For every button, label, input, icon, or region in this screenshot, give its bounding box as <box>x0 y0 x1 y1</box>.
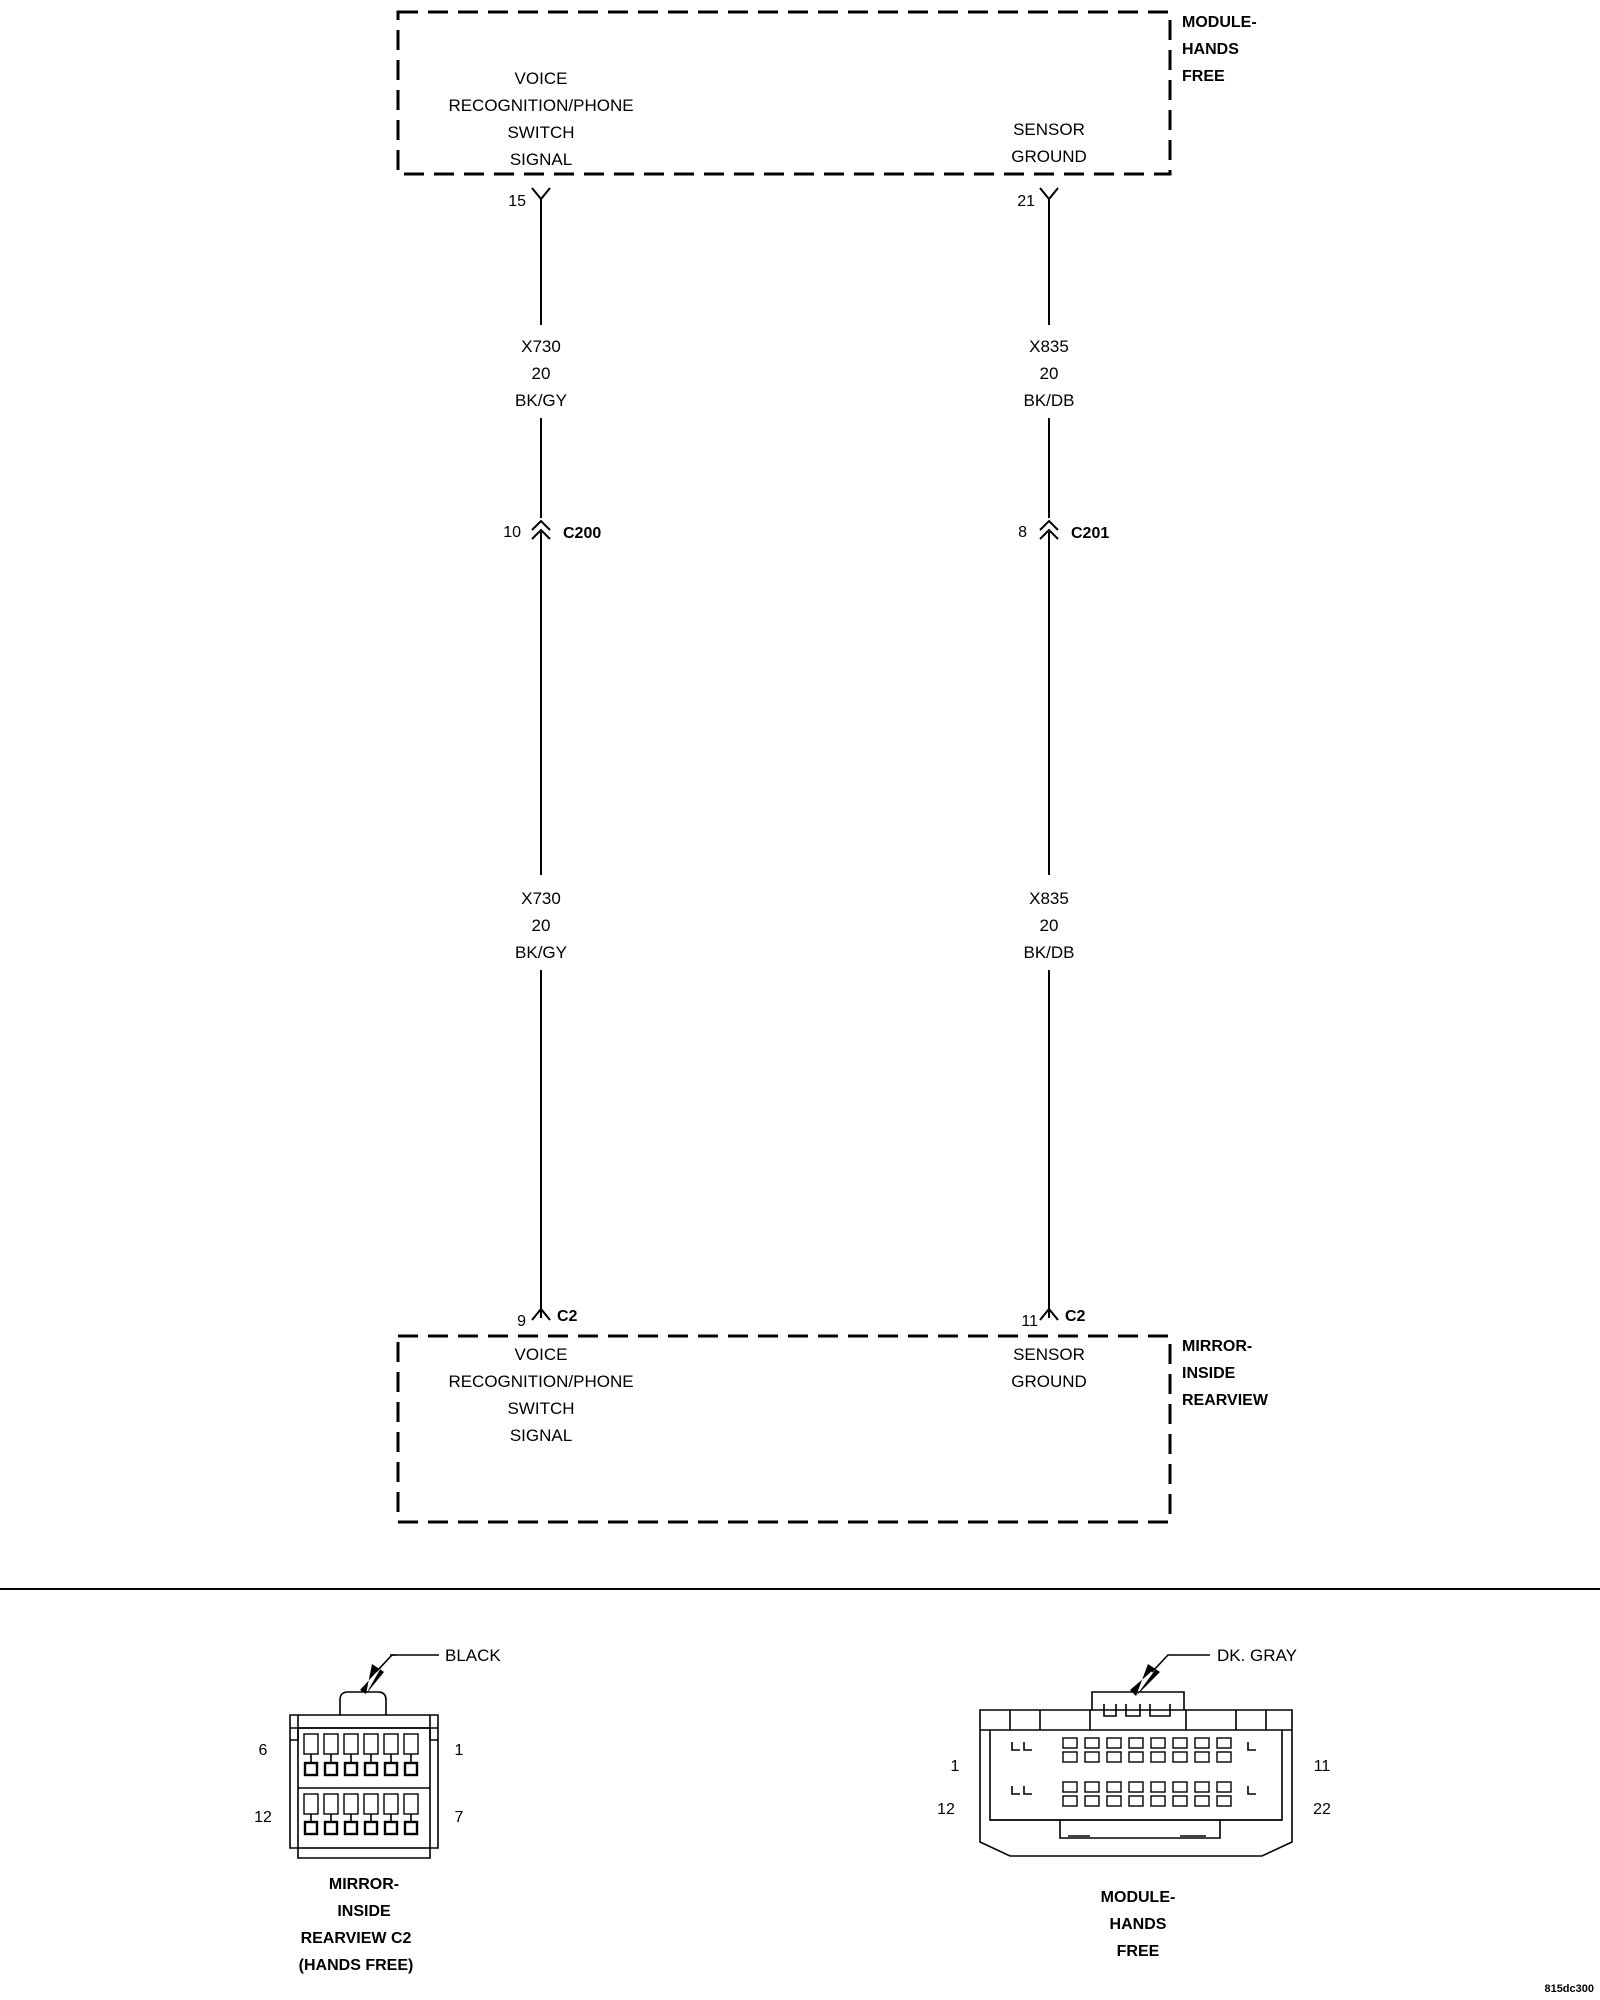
module-voice-label-4: SIGNAL <box>510 150 572 169</box>
connector-c200-label: C200 <box>563 525 601 542</box>
wire-x730-gauge-upper: 20 <box>532 364 551 383</box>
wire-x835-circuit-lower: X835 <box>1029 889 1069 908</box>
connector-c201-icon <box>1039 519 1059 540</box>
pointer-leader-mirror <box>375 1654 439 1673</box>
module-connector-view: DK. GRAY <box>937 1646 1331 1960</box>
wire-x835-color-upper: BK/DB <box>1023 391 1074 410</box>
wire-x730-circuit-lower: X730 <box>521 889 561 908</box>
module-latch-top <box>1091 1691 1185 1710</box>
module-hands-free-block: MODULE- HANDS FREE VOICE RECOGNITION/PHO… <box>396 10 1257 210</box>
module-bottom-rail <box>990 1819 1282 1839</box>
module-caption-3: FREE <box>1117 1943 1160 1960</box>
terminal-mirror-pin-11 <box>1039 1307 1059 1321</box>
arrow-icon-mirror <box>360 1664 384 1694</box>
module-voice-label-1: VOICE <box>515 69 568 88</box>
module-pin-21: 21 <box>1017 193 1035 210</box>
mirror-pin-9: 9 <box>517 1313 526 1330</box>
mirror-caption-4: (HANDS FREE) <box>299 1957 414 1974</box>
module-pin-15: 15 <box>508 193 526 210</box>
mirror-connector-c2-right: C2 <box>1065 1308 1086 1325</box>
mirror-caption-3: REARVIEW C2 <box>301 1930 412 1947</box>
module-voice-label-2: RECOGNITION/PHONE <box>448 96 633 115</box>
mirror-sensor-label-1: SENSOR <box>1013 1345 1085 1364</box>
connector-c200-pin: 10 <box>503 524 521 541</box>
mirror-bottom-row <box>303 1793 419 1836</box>
wire-x730: X730 20 BK/GY 10 C200 X730 20 BK/GY <box>503 199 601 1318</box>
terminal-mirror-pin-9 <box>531 1307 551 1321</box>
wire-x835-gauge-lower: 20 <box>1040 916 1059 935</box>
module-connector-color: DK. GRAY <box>1217 1646 1297 1665</box>
mirror-pin-11: 11 <box>1021 1313 1038 1330</box>
mirror-inside-rearview-block: 9 C2 11 C2 MIRROR- INSIDE REARVIEW VOICE… <box>396 1308 1269 1524</box>
mirror-latch <box>339 1691 387 1715</box>
module-hands-free-outline <box>396 10 1172 176</box>
wire-x835: X835 20 BK/DB 8 C201 X835 20 BK/DB <box>1018 199 1109 1318</box>
mirror-connector-color: BLACK <box>445 1646 501 1665</box>
connector-c201-label: C201 <box>1071 525 1109 542</box>
module-bottom-row <box>1011 1781 1256 1807</box>
mirror-voice-label-1: VOICE <box>515 1345 568 1364</box>
module-name-line-2: HANDS <box>1182 41 1239 58</box>
mirror-pin-1-label: 1 <box>455 1742 464 1759</box>
module-name-line-3: FREE <box>1182 68 1225 85</box>
wire-x835-gauge-upper: 20 <box>1040 364 1059 383</box>
module-pin-12-label: 12 <box>937 1801 955 1818</box>
module-pin-22-label: 22 <box>1313 1801 1331 1818</box>
connector-c201-pin: 8 <box>1018 524 1027 541</box>
mirror-pin-6-label: 6 <box>259 1742 268 1759</box>
module-top-row <box>1011 1737 1256 1763</box>
module-voice-label-3: SWITCH <box>507 123 574 142</box>
module-pin-1-label: 1 <box>951 1758 960 1775</box>
module-top-ridges <box>980 1710 1292 1731</box>
arrow-icon-module <box>1130 1664 1160 1696</box>
module-pin-11-label: 11 <box>1314 1758 1331 1775</box>
module-sensor-label-2: GROUND <box>1011 147 1087 166</box>
module-connector-body <box>979 1709 1293 1857</box>
figure-id: 815dc300 <box>1544 1983 1594 1995</box>
module-caption-2: HANDS <box>1110 1916 1167 1933</box>
mirror-sensor-label-2: GROUND <box>1011 1372 1087 1391</box>
connector-c200-icon <box>531 519 551 540</box>
wire-x730-color-lower: BK/GY <box>515 943 567 962</box>
wire-x835-color-lower: BK/DB <box>1023 943 1074 962</box>
mirror-voice-label-4: SIGNAL <box>510 1426 572 1445</box>
module-name-line-1: MODULE- <box>1182 14 1257 31</box>
mirror-top-row <box>303 1733 419 1777</box>
wire-x835-circuit-upper: X835 <box>1029 337 1069 356</box>
pointer-leader-module <box>1151 1654 1210 1673</box>
mirror-name-line-2: INSIDE <box>1182 1365 1236 1382</box>
mirror-name-line-3: REARVIEW <box>1182 1392 1269 1409</box>
mirror-voice-label-3: SWITCH <box>507 1399 574 1418</box>
mirror-connector-body <box>289 1714 439 1859</box>
wire-x730-gauge-lower: 20 <box>532 916 551 935</box>
mirror-voice-label-2: RECOGNITION/PHONE <box>448 1372 633 1391</box>
wire-x730-circuit-upper: X730 <box>521 337 561 356</box>
mirror-pin-12-label: 12 <box>254 1809 272 1826</box>
mirror-name-line-1: MIRROR- <box>1182 1338 1252 1355</box>
module-caption-1: MODULE- <box>1101 1889 1176 1906</box>
mirror-connector-view: BLACK 6 1 12 <box>254 1646 501 1974</box>
mirror-pin-7-label: 7 <box>455 1809 464 1826</box>
mirror-caption-1: MIRROR- <box>329 1876 399 1893</box>
module-sensor-label-1: SENSOR <box>1013 120 1085 139</box>
mirror-caption-2: INSIDE <box>337 1903 391 1920</box>
mirror-connector-c2-left: C2 <box>557 1308 578 1325</box>
wire-x730-color-upper: BK/GY <box>515 391 567 410</box>
